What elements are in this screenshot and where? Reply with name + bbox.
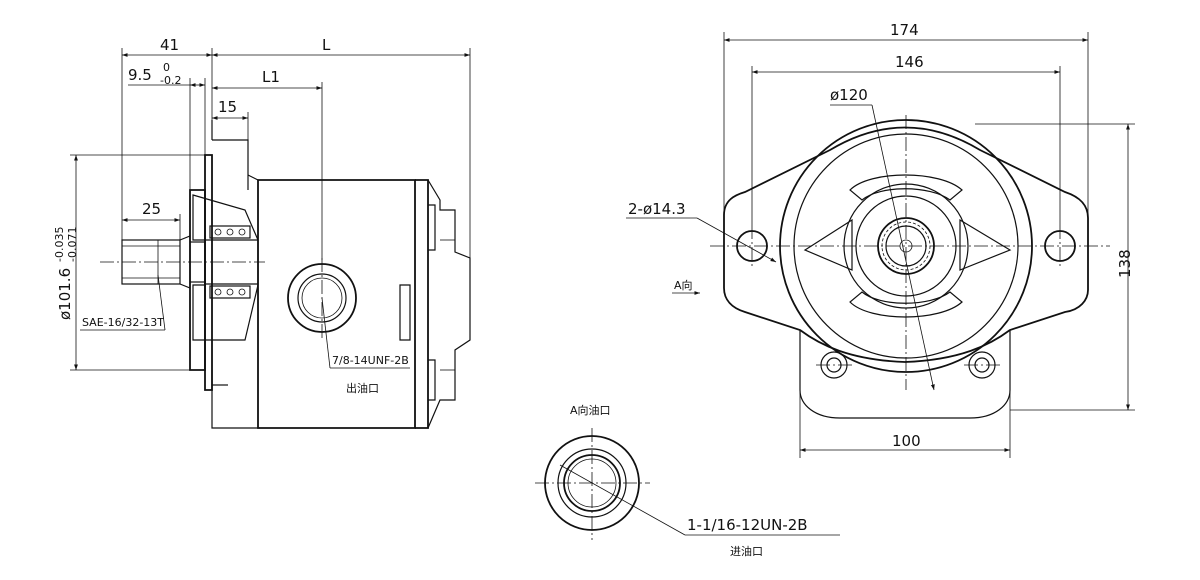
front-flange-outline <box>723 126 1089 363</box>
dim-174: 174 <box>890 21 919 39</box>
detail-title: A向油口 <box>570 403 611 417</box>
outlet-port-label: 出油口 <box>346 381 379 395</box>
dim-25: 25 <box>142 200 161 218</box>
side-dimensions: 41 L 9.5 0 -0.2 L1 15 25 <box>53 36 471 395</box>
dim-41: 41 <box>160 36 179 54</box>
dim-diameter: ø101.6 <box>56 268 74 320</box>
pump-body <box>247 174 416 429</box>
inlet-thread-label: 1-1/16-12UN-2B <box>687 516 808 534</box>
tol-dia-lower: -0.071 <box>66 227 79 262</box>
tol-9-5-lower: -0.2 <box>160 74 181 87</box>
tol-dia-upper: -0.035 <box>53 227 66 262</box>
side-view: 41 L 9.5 0 -0.2 L1 15 25 <box>53 36 471 429</box>
inlet-port-label: 进油口 <box>730 544 763 558</box>
tol-9-5-upper: 0 <box>163 61 170 74</box>
mounting-flange <box>189 120 260 429</box>
rear-cover <box>399 179 471 429</box>
dim-100: 100 <box>892 432 921 450</box>
dim-9-5: 9.5 <box>128 66 152 84</box>
front-view: 174 146 ø120 2-ø14.3 138 100 <box>626 21 1135 458</box>
outlet-thread-label: 7/8-14UNF-2B <box>332 354 409 367</box>
spline-label: SAE-16/32-13T <box>82 316 164 329</box>
view-arrow-label: A向 <box>674 278 693 292</box>
front-dimensions: 174 146 ø120 2-ø14.3 138 100 <box>626 21 1135 458</box>
detail-view: A向油口 1-1/16-12UN-2B 进油口 <box>535 403 840 558</box>
front-lower-body <box>799 330 1011 419</box>
dim-138: 138 <box>1116 249 1134 278</box>
dim-15: 15 <box>218 98 237 116</box>
dim-holes: 2-ø14.3 <box>628 200 686 218</box>
dim-L: L <box>322 36 331 54</box>
dim-146: 146 <box>895 53 924 71</box>
dim-L1: L1 <box>262 68 280 86</box>
dim-120: ø120 <box>830 86 868 104</box>
